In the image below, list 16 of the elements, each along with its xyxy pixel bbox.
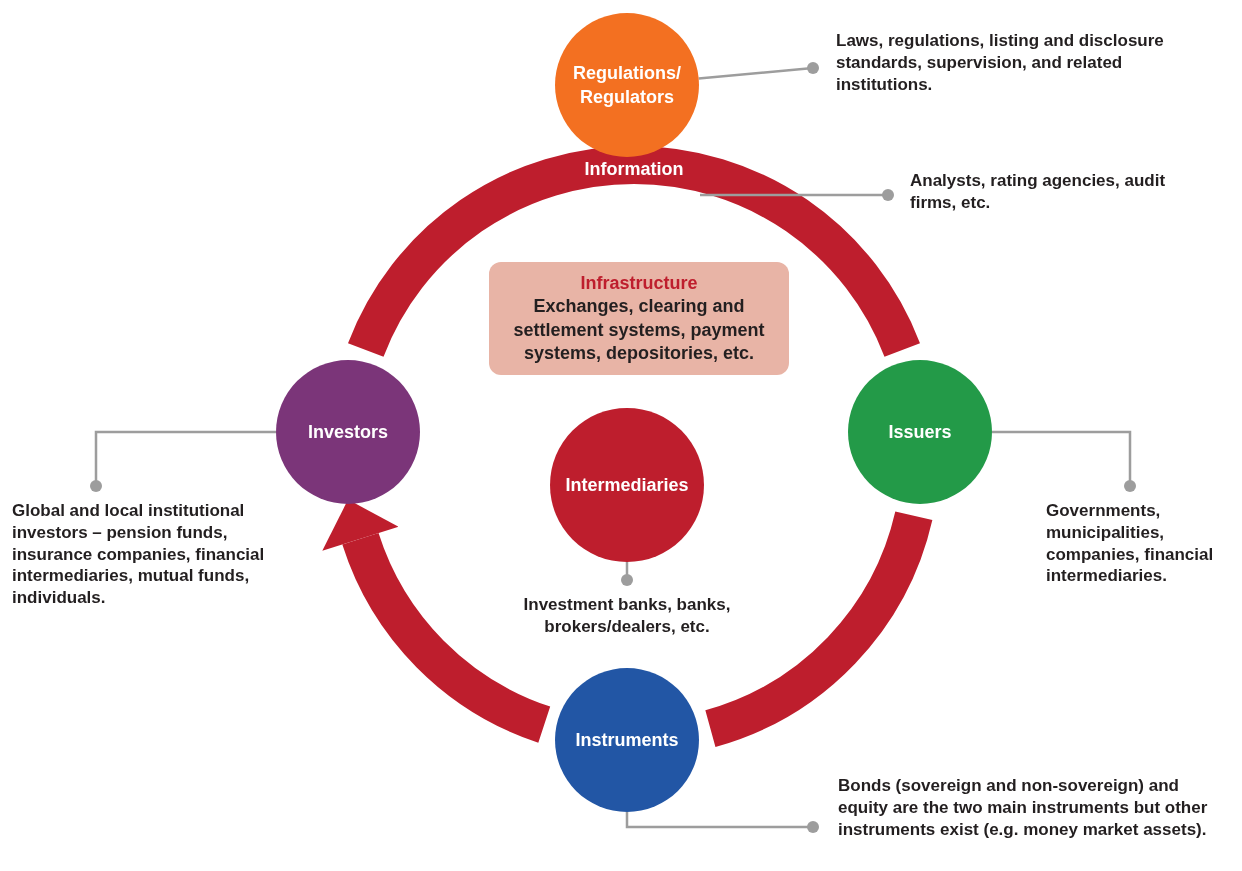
leader-line xyxy=(625,812,819,833)
box-text: Exchanges, clearing and settlement systems, payment systems, depositories, etc. xyxy=(512,295,766,365)
leader-line xyxy=(621,562,633,586)
leader-line xyxy=(992,430,1136,492)
description-text: Analysts, rating agencies, audit firms, etc. xyxy=(910,170,1170,214)
box-heading: Infrastructure xyxy=(580,271,698,295)
leader-line xyxy=(698,62,819,80)
description-text: Laws, regulations, listing and disclosure standards, supervision, and related institutions. xyxy=(836,30,1186,96)
leader-line xyxy=(90,430,276,492)
description-text: Bonds (sovereign and non-sovereign) and equity are the two main instruments but other instruments exist (e.g. money market assets). xyxy=(838,775,1233,841)
edge-label: Information xyxy=(584,160,684,178)
description-text: Global and local institutional investors – pension funds, insurance companies, financial intermediaries, mutual funds, individuals. xyxy=(12,500,274,609)
description-text: Governments, municipalities, companies, financial intermediaries. xyxy=(1046,500,1240,587)
description-text: Investment banks, banks, brokers/dealers, etc. xyxy=(477,594,777,638)
info-box xyxy=(489,262,789,375)
leader-line xyxy=(700,189,894,201)
